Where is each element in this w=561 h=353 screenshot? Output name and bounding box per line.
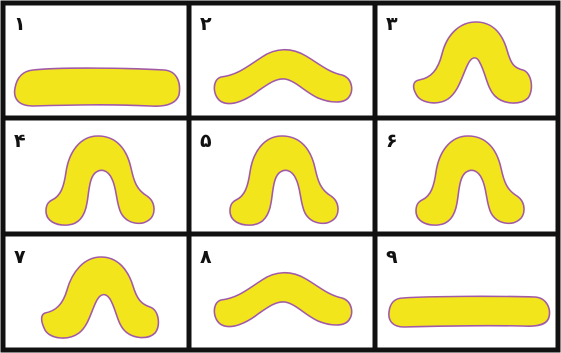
panel-3-label: ۳ (386, 13, 398, 35)
panel-9-shape (389, 296, 550, 327)
panel-8-label: ۸ (200, 246, 212, 268)
panel-1-label: ۱ (14, 13, 26, 35)
panel-5-label: ۵ (200, 130, 212, 152)
panel-9-label: ۹ (386, 246, 398, 268)
panel-1-shape (15, 68, 180, 106)
panel-7-label: ۷ (14, 246, 26, 268)
panel-4-label: ۴ (14, 130, 26, 152)
panel-2-label: ۲ (200, 13, 212, 35)
panel-6-label: ۶ (386, 130, 398, 152)
